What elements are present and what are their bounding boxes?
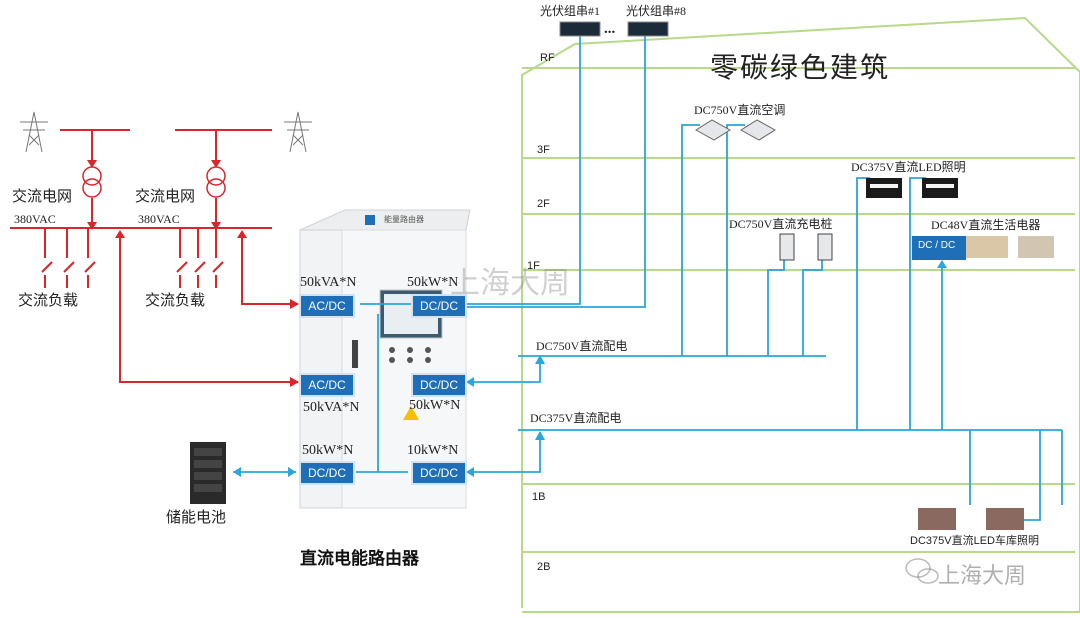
- pylon-left-icon: [20, 111, 48, 153]
- garage-light-photo-1: [918, 508, 956, 530]
- air-conditioner-icon: [695, 119, 731, 141]
- floor-label-2b: 2B: [537, 561, 551, 573]
- transformer-right: [206, 166, 226, 198]
- led-load-label: DC375V直流LED照明: [851, 160, 966, 174]
- storage-label: 储能电池: [166, 510, 227, 526]
- charger-load-label: DC750V直流充电桩: [729, 217, 833, 231]
- grid-right-load: 交流负载: [145, 293, 206, 309]
- ac-arrowheads: [87, 160, 299, 387]
- ac-dc-mid-rating: 50kVA*N: [303, 400, 360, 415]
- dc-dc-mid-rating: 50kW*N: [409, 398, 461, 413]
- floor-label-1b: 1B: [532, 491, 546, 503]
- floor-label-3f: 3F: [537, 144, 550, 156]
- ev-charger-icon: [779, 233, 795, 261]
- dc-dc-converter-bottom: DC/DC: [411, 461, 467, 485]
- dc-arrowheads: [233, 260, 947, 477]
- dc-dc-converter-top: DC/DC: [411, 294, 467, 318]
- grid-left-voltage: 380VAC: [14, 212, 56, 226]
- ev-charger-icon: [817, 233, 833, 261]
- dc375-bus-label: DC375V直流配电: [530, 411, 622, 425]
- grid-left-name: 交流电网: [12, 189, 73, 205]
- dc-dc-top-rating: 50kW*N: [407, 275, 459, 290]
- pv-panel-1-icon: [559, 21, 601, 37]
- appliance-photo-1: [966, 236, 1008, 258]
- pv-panel-8-icon: [627, 21, 669, 37]
- building-wall: [521, 16, 1080, 613]
- dc750-bus-label: DC750V直流配电: [536, 339, 628, 353]
- air-conditioner-icon: [740, 119, 776, 141]
- dc-lines: [233, 28, 1063, 521]
- watermark-center: 上海大周: [450, 267, 570, 300]
- pv-last-label: 光伏组串#8: [626, 4, 687, 18]
- floor-label-2f: 2F: [537, 198, 550, 210]
- router-panel-label: 能量路由器: [384, 215, 424, 224]
- ac-dc-top-rating: 50kVA*N: [300, 275, 357, 290]
- ac-grid-lines: [10, 129, 298, 383]
- router-caption: 直流电能路由器: [300, 549, 419, 568]
- pv-ellipsis: ...: [604, 21, 616, 37]
- dc-dc-bottom-rating: 10kW*N: [407, 443, 459, 458]
- dc-dc-battery-rating: 50kW*N: [302, 443, 354, 458]
- garage-light-photo-2: [986, 508, 1024, 530]
- dc-dc-converter-battery: DC/DC: [299, 461, 355, 485]
- ac-load-label: DC750V直流空调: [694, 103, 786, 117]
- dc48-box-label: DC / DC: [918, 240, 956, 251]
- building-title: 零碳绿色建筑: [710, 52, 891, 83]
- appliance-photo-2: [1018, 236, 1054, 258]
- warning-icon: [403, 406, 419, 420]
- pv-first-label: 光伏组串#1: [540, 4, 601, 18]
- floor-label-1f: 1F: [527, 260, 540, 272]
- router-handle: [352, 340, 358, 368]
- pv-panels: [559, 21, 669, 37]
- led-light-icons: [866, 178, 958, 198]
- ac-dc-converter-mid: AC/DC: [299, 373, 355, 397]
- pylon-right-icon: [284, 111, 312, 153]
- garage-load-label: DC375V直流LED车库照明: [910, 535, 1039, 547]
- watermark-corner: 上海大周: [938, 563, 1027, 588]
- floor-label-rf: RF: [540, 52, 555, 64]
- dc48-load-label: DC48V直流生活电器: [931, 218, 1041, 232]
- grid-left-load: 交流负载: [18, 293, 79, 309]
- ac-unit-icons: [695, 119, 776, 141]
- charger-icons: [779, 233, 833, 261]
- dc-dc-converter-mid: DC/DC: [411, 373, 467, 397]
- battery-cabinet-icon: [190, 442, 226, 504]
- grid-right-name: 交流电网: [135, 189, 196, 205]
- ac-dc-converter-top: AC/DC: [299, 294, 355, 318]
- router-logo-mark: [365, 215, 375, 225]
- wechat-logo-icon: [905, 558, 939, 584]
- grid-right-voltage: 380VAC: [138, 212, 180, 226]
- transformer-left: [82, 166, 102, 198]
- dc48-converter-box: [912, 236, 966, 260]
- building-outline: [521, 16, 1080, 613]
